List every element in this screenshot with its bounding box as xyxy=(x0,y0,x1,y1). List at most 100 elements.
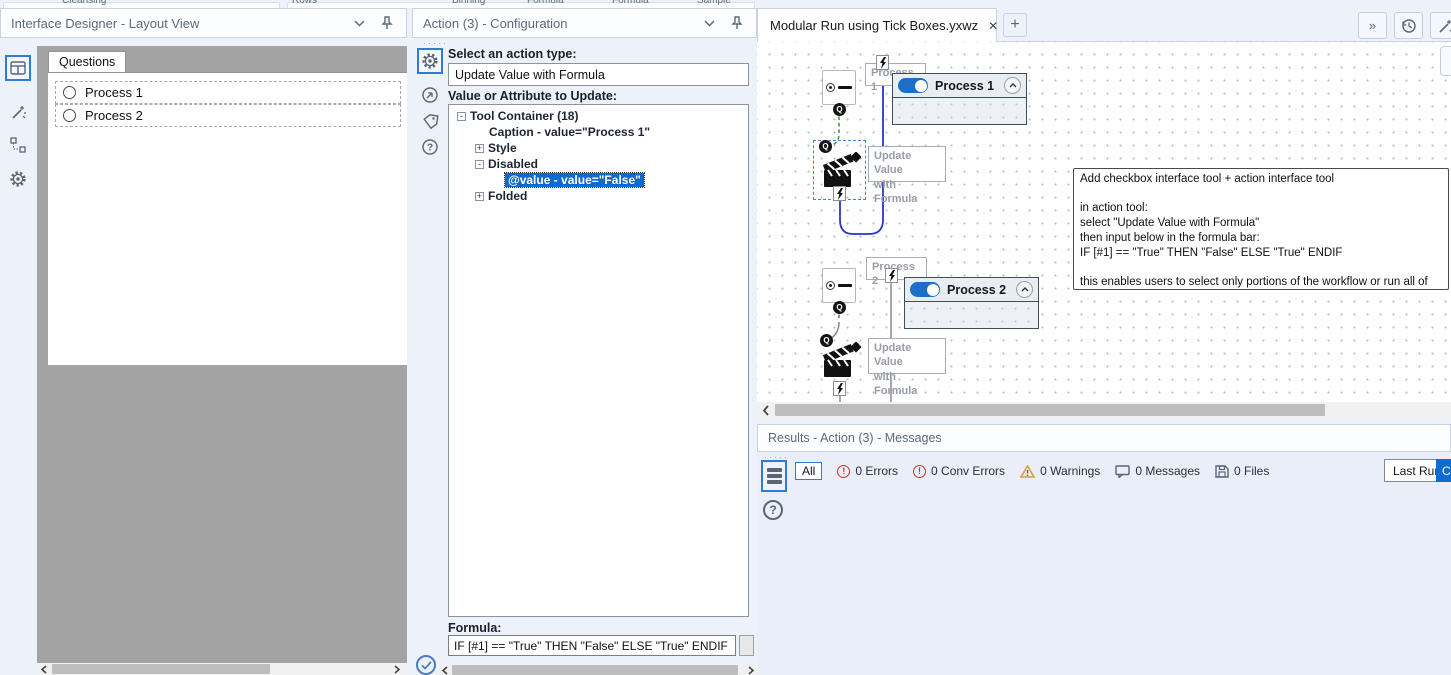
radio-button-icon[interactable] xyxy=(63,109,76,122)
container1-body xyxy=(893,98,1026,124)
expand-expander-icon[interactable]: + xyxy=(475,190,484,201)
workflow-tab[interactable]: Modular Run using Tick Boxes.yxwz ✕ xyxy=(757,8,999,42)
comment-tool[interactable]: Add checkbox interface tool + action int… xyxy=(1073,168,1449,290)
radio-button-tool-1[interactable] xyxy=(822,70,856,105)
radio1-output-anchor[interactable]: Q xyxy=(833,103,846,116)
container2-toggle-on[interactable] xyxy=(910,282,940,297)
action-config-hscrollbar[interactable] xyxy=(438,664,757,675)
formula-editor-button[interactable] xyxy=(739,635,754,656)
action1-input-anchor[interactable]: Q xyxy=(819,140,832,153)
container2-lightning-anchor-icon[interactable] xyxy=(885,268,898,283)
filter-errors-button[interactable]: ! 0 Errors xyxy=(837,464,898,478)
results-panel: ····· All ! 0 Errors ! 0 Conv Errors 0 W… xyxy=(757,452,1451,675)
document-tab-bar: Modular Run using Tick Boxes.yxwz ✕ + » xyxy=(757,8,1451,42)
configuration-tab-gear-icon[interactable] xyxy=(417,48,443,74)
interface-designer-hscrollbar[interactable] xyxy=(37,663,407,675)
chevron-down-icon[interactable] xyxy=(350,14,368,32)
results-help-icon[interactable] xyxy=(763,500,783,520)
navigation-tab-icon[interactable] xyxy=(417,82,443,108)
history-icon[interactable] xyxy=(1394,12,1423,39)
filter-messages-button[interactable]: 0 Messages xyxy=(1115,464,1200,478)
copy-button[interactable]: Co xyxy=(1436,459,1451,482)
gear-icon[interactable] xyxy=(5,166,31,192)
ribbon-sliver: Cleansing Rows Binning Formula Formula S… xyxy=(0,0,1451,8)
filter-conv-errors-button[interactable]: ! 0 Conv Errors xyxy=(913,464,1005,478)
wand-icon[interactable] xyxy=(1430,12,1451,39)
tree-item-folded[interactable]: +Folded xyxy=(475,189,528,203)
container2-caption: Process 2 xyxy=(947,282,1007,297)
collapse-chevron-up-icon[interactable] xyxy=(1004,77,1021,94)
formula-input[interactable] xyxy=(448,635,736,656)
chevron-down-icon[interactable] xyxy=(700,14,718,32)
expand-expander-icon[interactable]: + xyxy=(475,142,484,153)
radio-button-icon[interactable] xyxy=(63,86,76,99)
scroll-left-icon[interactable] xyxy=(759,404,771,416)
filter-warnings-button[interactable]: 0 Warnings xyxy=(1020,464,1100,478)
action1-lightning-anchor-icon[interactable] xyxy=(833,186,846,201)
scrollbar-thumb[interactable] xyxy=(452,665,738,675)
tree-item-disabled[interactable]: -Disabled xyxy=(449,156,748,172)
radio-glyph-icon xyxy=(826,83,835,92)
tree-view-icon[interactable] xyxy=(5,132,31,158)
container1-header[interactable]: Process 1 xyxy=(893,74,1026,98)
ribbon-tool-label: Formula xyxy=(612,0,649,6)
canvas-hscrollbar[interactable] xyxy=(757,402,1451,418)
container1-lightning-anchor-icon[interactable] xyxy=(876,55,889,70)
action-type-select[interactable]: Update Value with Formula xyxy=(448,63,749,86)
action2-annotation[interactable]: Update Value with Formula xyxy=(868,338,946,397)
collapse-expander-icon[interactable]: - xyxy=(457,111,466,121)
scroll-right-icon[interactable] xyxy=(391,663,403,675)
canvas-overview-widget[interactable] xyxy=(1440,46,1451,76)
filter-files-button[interactable]: 0 Files xyxy=(1215,464,1269,478)
wand-view-icon[interactable] xyxy=(5,99,31,125)
action1-annotation[interactable]: Update Value with Formula xyxy=(868,146,946,205)
question-row-process-2[interactable]: Process 2 xyxy=(55,104,401,127)
collapse-expander-icon[interactable]: - xyxy=(475,159,484,169)
workflow-canvas[interactable]: Process 1 Q Process 1 Q Update Value wit… xyxy=(757,42,1451,402)
error-icon: ! xyxy=(837,464,851,478)
tool-container-process-1[interactable]: Process 1 xyxy=(892,73,1027,125)
workflow-tab-title: Modular Run using Tick Boxes.yxwz xyxy=(770,18,979,33)
radio2-output-anchor[interactable]: Q xyxy=(833,301,846,314)
apply-check-icon[interactable] xyxy=(416,655,436,675)
scroll-left-icon[interactable] xyxy=(37,663,49,675)
ribbon-tool-label: Cleansing xyxy=(62,0,107,6)
container2-header[interactable]: Process 2 xyxy=(905,278,1038,302)
ribbon-tool-label: Rows xyxy=(292,0,318,6)
tab-questions[interactable]: Questions xyxy=(48,51,127,72)
action2-input-anchor[interactable]: Q xyxy=(820,334,833,347)
tool-container-process-2[interactable]: Process 2 xyxy=(904,277,1039,329)
results-title: Results - Action (3) - Messages xyxy=(768,431,942,445)
scroll-right-icon[interactable] xyxy=(745,664,757,675)
close-tab-icon[interactable]: ✕ xyxy=(988,18,999,33)
overflow-chevrons-icon[interactable]: » xyxy=(1358,12,1387,39)
help-question-icon[interactable]: ? xyxy=(417,134,443,160)
tree-item-caption[interactable]: Caption - value="Process 1" xyxy=(489,125,651,139)
messages-view-icon[interactable] xyxy=(761,460,787,492)
container1-caption: Process 1 xyxy=(935,78,995,93)
action2-lightning-anchor-icon[interactable] xyxy=(833,381,846,396)
questions-canvas: Process 1 Process 2 xyxy=(48,72,407,365)
pin-icon[interactable] xyxy=(378,14,396,32)
collapse-chevron-up-icon[interactable] xyxy=(1016,281,1033,298)
svg-text:?: ? xyxy=(427,143,433,154)
interface-designer-view-strip xyxy=(0,46,37,666)
tree-item-tool-container[interactable]: -Tool Container (18) xyxy=(449,108,748,124)
question-row-process-1[interactable]: Process 1 xyxy=(55,81,401,104)
tree-item-style[interactable]: +Style xyxy=(475,141,517,155)
action-tool-2-clapperboard-icon[interactable] xyxy=(821,342,861,380)
scrollbar-thumb[interactable] xyxy=(52,664,270,674)
radio-label-dash-icon xyxy=(838,86,852,89)
annotation-tag-icon[interactable] xyxy=(417,108,443,134)
action-tool-1-clapperboard-icon[interactable] xyxy=(821,152,861,190)
new-tab-icon[interactable]: + xyxy=(1003,13,1027,37)
tree-item-value-selected[interactable]: @value - value="False" xyxy=(449,172,748,188)
layout-view-icon[interactable] xyxy=(5,55,31,81)
filter-all-button[interactable]: All xyxy=(795,462,823,480)
pin-icon[interactable] xyxy=(728,14,746,32)
radio-button-tool-2[interactable] xyxy=(822,268,856,303)
scroll-left-icon[interactable] xyxy=(438,664,450,675)
container1-toggle-on[interactable] xyxy=(898,78,928,93)
scrollbar-thumb[interactable] xyxy=(775,404,1325,416)
message-bubble-icon xyxy=(1115,464,1131,478)
